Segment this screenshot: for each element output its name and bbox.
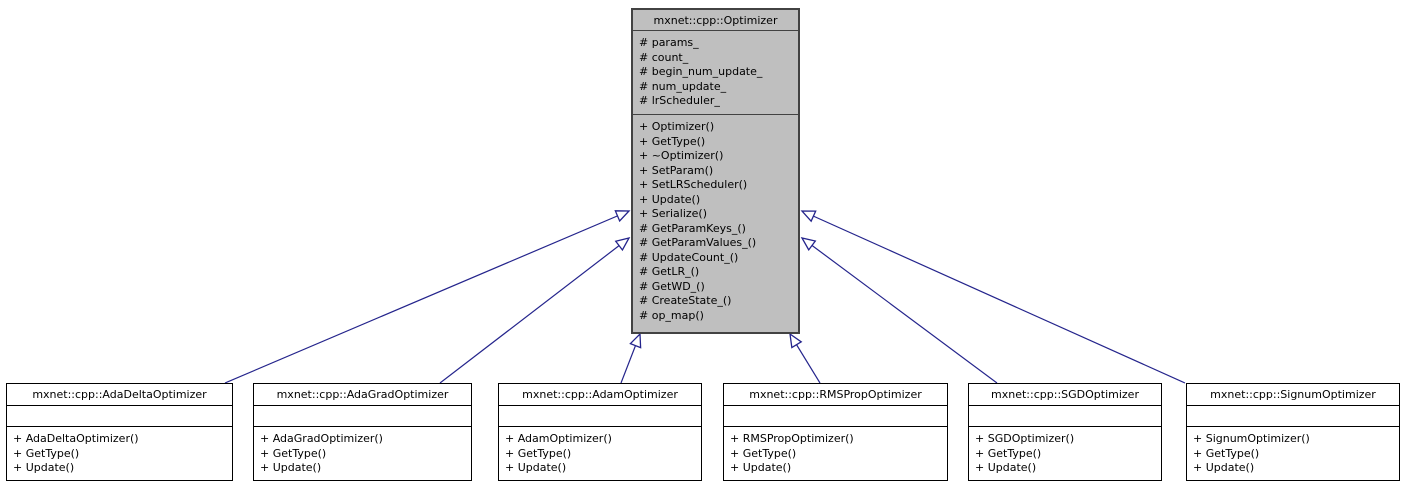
member-row: + Update() (260, 461, 322, 474)
class-fields-section (1187, 406, 1399, 427)
member-row: # GetLR_() (639, 265, 700, 278)
class-fields-section (254, 406, 471, 427)
member-row: + SetParam() (639, 163, 714, 177)
member-row: + RMSPropOptimizer() (730, 432, 854, 445)
class-box-adadelta-optimizer[interactable]: mxnet::cpp::AdaDeltaOptimizer + AdaDelta… (6, 383, 233, 481)
class-title: mxnet::cpp::SGDOptimizer (969, 384, 1161, 406)
member-row: + AdamOptimizer() (505, 432, 612, 445)
member-row: # begin_num_update_ (639, 65, 763, 78)
class-fields-section (7, 406, 232, 427)
member-row: # count_ (639, 50, 689, 64)
class-methods-section: + AdamOptimizer()+ GetType()+ Update() (499, 427, 701, 480)
class-title: mxnet::cpp::AdaGradOptimizer (254, 384, 471, 406)
class-box-signum-optimizer[interactable]: mxnet::cpp::SignumOptimizer + SignumOpti… (1186, 383, 1400, 481)
class-box-adagrad-optimizer[interactable]: mxnet::cpp::AdaGradOptimizer + AdaGradOp… (253, 383, 472, 481)
class-box-adam-optimizer[interactable]: mxnet::cpp::AdamOptimizer + AdamOptimize… (498, 383, 702, 481)
member-row: + Update() (639, 192, 701, 206)
inheritance-arrow-sgd (800, 237, 998, 384)
member-row: + Serialize() (639, 207, 708, 220)
inheritance-arrow-signum (800, 210, 1186, 384)
class-title: mxnet::cpp::SignumOptimizer (1187, 384, 1399, 406)
member-row: + GetType() (975, 446, 1042, 460)
class-methods-section: + SGDOptimizer()+ GetType()+ Update() (969, 427, 1161, 480)
class-methods-section: + AdaGradOptimizer()+ GetType()+ Update(… (254, 427, 471, 480)
member-row: + Update() (505, 461, 567, 474)
member-row: + GetType() (639, 134, 706, 148)
member-row: # op_map() (639, 308, 704, 322)
member-row: + Update() (1193, 461, 1255, 474)
class-box-optimizer[interactable]: mxnet::cpp::Optimizer # params_# count_#… (631, 8, 800, 334)
member-row: # UpdateCount_() (639, 250, 739, 264)
member-row: # GetParamValues_() (639, 236, 757, 249)
inheritance-arrow-adagrad (439, 237, 631, 384)
class-fields-section: # params_# count_# begin_num_update_# nu… (633, 31, 798, 115)
inheritance-arrow-adadelta (224, 210, 631, 384)
member-row: + SGDOptimizer() (975, 432, 1075, 445)
class-title: mxnet::cpp::AdaDeltaOptimizer (7, 384, 232, 406)
class-methods-section: + Optimizer()+ GetType()+ ~Optimizer()+ … (633, 115, 798, 332)
class-title: mxnet::cpp::AdamOptimizer (499, 384, 701, 406)
member-row: + SignumOptimizer() (1193, 432, 1310, 445)
member-row: # GetParamKeys_() (639, 221, 746, 235)
member-row: + Update() (975, 461, 1037, 474)
member-row: + AdaGradOptimizer() (260, 432, 383, 445)
member-row: + GetType() (260, 446, 327, 460)
member-row: + AdaDeltaOptimizer() (13, 432, 139, 445)
member-row: # GetWD_() (639, 279, 705, 293)
member-row: + Optimizer() (639, 120, 715, 133)
member-row: + Update() (13, 461, 75, 474)
class-fields-section (969, 406, 1161, 427)
member-row: + GetType() (1193, 446, 1260, 460)
class-methods-section: + SignumOptimizer()+ GetType()+ Update() (1187, 427, 1399, 480)
class-methods-section: + RMSPropOptimizer()+ GetType()+ Update(… (724, 427, 947, 480)
class-title: mxnet::cpp::RMSPropOptimizer (724, 384, 947, 406)
inheritance-arrow-rmsprop (789, 332, 821, 384)
member-row: # lrScheduler_ (639, 94, 720, 107)
class-fields-section (499, 406, 701, 427)
member-row: + GetType() (730, 446, 797, 460)
member-row: + SetLRScheduler() (639, 178, 748, 191)
member-row: # num_update_ (639, 79, 727, 93)
class-title: mxnet::cpp::Optimizer (633, 10, 798, 31)
member-row: # params_ (639, 36, 699, 49)
class-box-rmsprop-optimizer[interactable]: mxnet::cpp::RMSPropOptimizer + RMSPropOp… (723, 383, 948, 481)
class-methods-section: + AdaDeltaOptimizer()+ GetType()+ Update… (7, 427, 232, 480)
member-row: + ~Optimizer() (639, 149, 724, 162)
class-fields-section (724, 406, 947, 427)
class-box-sgd-optimizer[interactable]: mxnet::cpp::SGDOptimizer + SGDOptimizer(… (968, 383, 1162, 481)
inheritance-arrow-adam (620, 332, 642, 384)
member-row: # CreateState_() (639, 294, 732, 307)
member-row: + GetType() (505, 446, 572, 460)
member-row: + Update() (730, 461, 792, 474)
member-row: + GetType() (13, 446, 80, 460)
